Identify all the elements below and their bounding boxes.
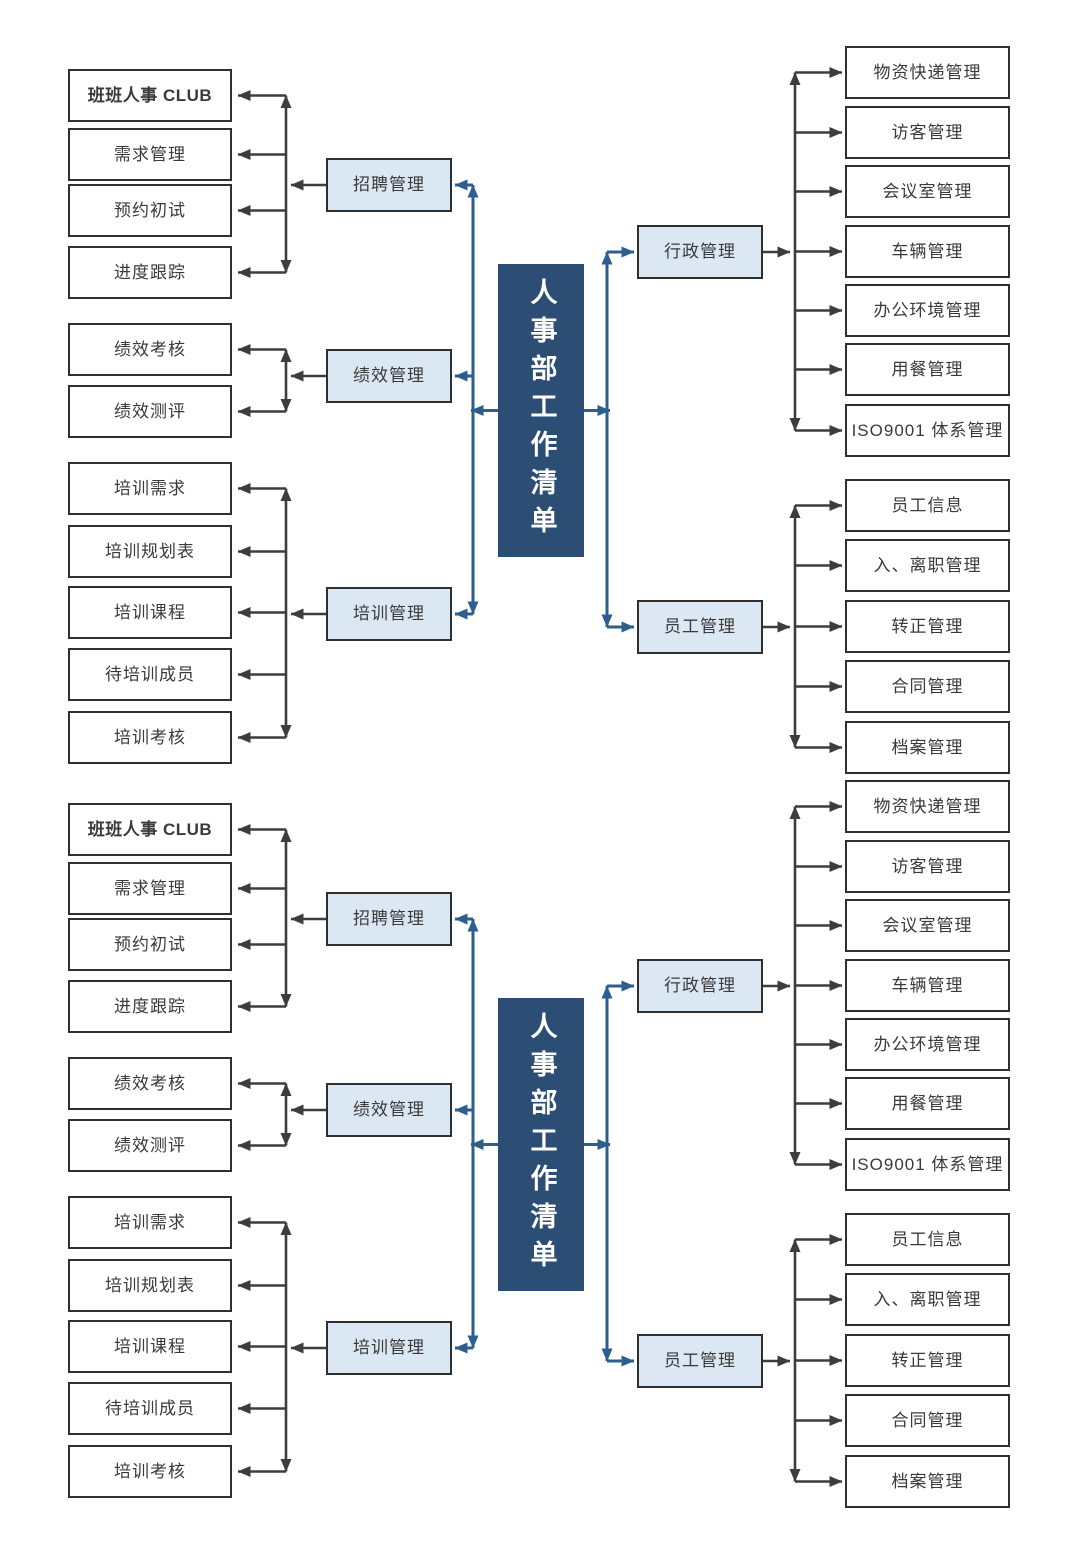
leaf-node: 办公环境管理 xyxy=(845,1018,1010,1071)
leaf-node: 绩效考核 xyxy=(68,1057,232,1110)
branch-training: 培训管理 xyxy=(326,587,452,641)
leaf-node: 会议室管理 xyxy=(845,165,1010,218)
leaf-node: 进度跟踪 xyxy=(68,980,232,1033)
leaf-node: 班班人事 CLUB xyxy=(68,803,232,856)
leaf-node: 培训考核 xyxy=(68,1445,232,1498)
leaf-node: 培训规划表 xyxy=(68,525,232,578)
leaf-node: 培训需求 xyxy=(68,462,232,515)
leaf-node: 进度跟踪 xyxy=(68,246,232,299)
hr-worklist-diagram-2: 班班人事 CLUB 需求管理预约初试进度跟踪绩效考核绩效测评培训需求培训规划表培训… xyxy=(0,780,1080,1515)
branch-admin: 行政管理 xyxy=(637,959,763,1013)
branch-performance: 绩效管理 xyxy=(326,349,452,403)
leaf-node: 待培训成员 xyxy=(68,1382,232,1435)
leaf-node: 预约初试 xyxy=(68,918,232,971)
leaf-node: 培训规划表 xyxy=(68,1259,232,1312)
leaf-node: 合同管理 xyxy=(845,660,1010,713)
leaf-node: 预约初试 xyxy=(68,184,232,237)
leaf-node: 车辆管理 xyxy=(845,959,1010,1012)
leaf-node: 物资快递管理 xyxy=(845,780,1010,833)
branch-employee: 员工管理 xyxy=(637,600,763,654)
branch-performance: 绩效管理 xyxy=(326,1083,452,1137)
root-node-hr-worklist: 人事部工作清单 xyxy=(498,998,584,1291)
leaf-node: 绩效测评 xyxy=(68,1119,232,1172)
leaf-node: 转正管理 xyxy=(845,1334,1010,1387)
branch-recruitment: 招聘管理 xyxy=(326,892,452,946)
leaf-node: ISO9001 体系管理 xyxy=(845,404,1010,457)
leaf-node: 办公环境管理 xyxy=(845,284,1010,337)
branch-training: 培训管理 xyxy=(326,1321,452,1375)
leaf-node: 入、离职管理 xyxy=(845,539,1010,592)
leaf-node: 绩效测评 xyxy=(68,385,232,438)
root-node-hr-worklist: 人事部工作清单 xyxy=(498,264,584,557)
leaf-node: 档案管理 xyxy=(845,721,1010,774)
leaf-node: 员工信息 xyxy=(845,479,1010,532)
leaf-node: 需求管理 xyxy=(68,862,232,915)
hr-worklist-diagram-1: 班班人事 CLUB 需求管理预约初试进度跟踪绩效考核绩效测评培训需求培训规划表培训… xyxy=(0,46,1080,781)
leaf-node: 员工信息 xyxy=(845,1213,1010,1266)
leaf-node: ISO9001 体系管理 xyxy=(845,1138,1010,1191)
leaf-node: 班班人事 CLUB xyxy=(68,69,232,122)
leaf-node: 访客管理 xyxy=(845,106,1010,159)
leaf-node: 培训课程 xyxy=(68,586,232,639)
branch-recruitment: 招聘管理 xyxy=(326,158,452,212)
leaf-node: 培训考核 xyxy=(68,711,232,764)
leaf-node: 用餐管理 xyxy=(845,1077,1010,1130)
leaf-node: 物资快递管理 xyxy=(845,46,1010,99)
leaf-node: 车辆管理 xyxy=(845,225,1010,278)
leaf-node: 会议室管理 xyxy=(845,899,1010,952)
leaf-node: 访客管理 xyxy=(845,840,1010,893)
branch-employee: 员工管理 xyxy=(637,1334,763,1388)
root-title: 人事部工作清单 xyxy=(526,277,557,544)
leaf-node: 培训课程 xyxy=(68,1320,232,1373)
leaf-node: 合同管理 xyxy=(845,1394,1010,1447)
leaf-node: 转正管理 xyxy=(845,600,1010,653)
leaf-node: 用餐管理 xyxy=(845,343,1010,396)
leaf-node: 培训需求 xyxy=(68,1196,232,1249)
leaf-node: 绩效考核 xyxy=(68,323,232,376)
branch-admin: 行政管理 xyxy=(637,225,763,279)
leaf-node: 档案管理 xyxy=(845,1455,1010,1508)
root-title: 人事部工作清单 xyxy=(526,1011,557,1278)
leaf-node: 入、离职管理 xyxy=(845,1273,1010,1326)
leaf-node: 待培训成员 xyxy=(68,648,232,701)
leaf-node: 需求管理 xyxy=(68,128,232,181)
